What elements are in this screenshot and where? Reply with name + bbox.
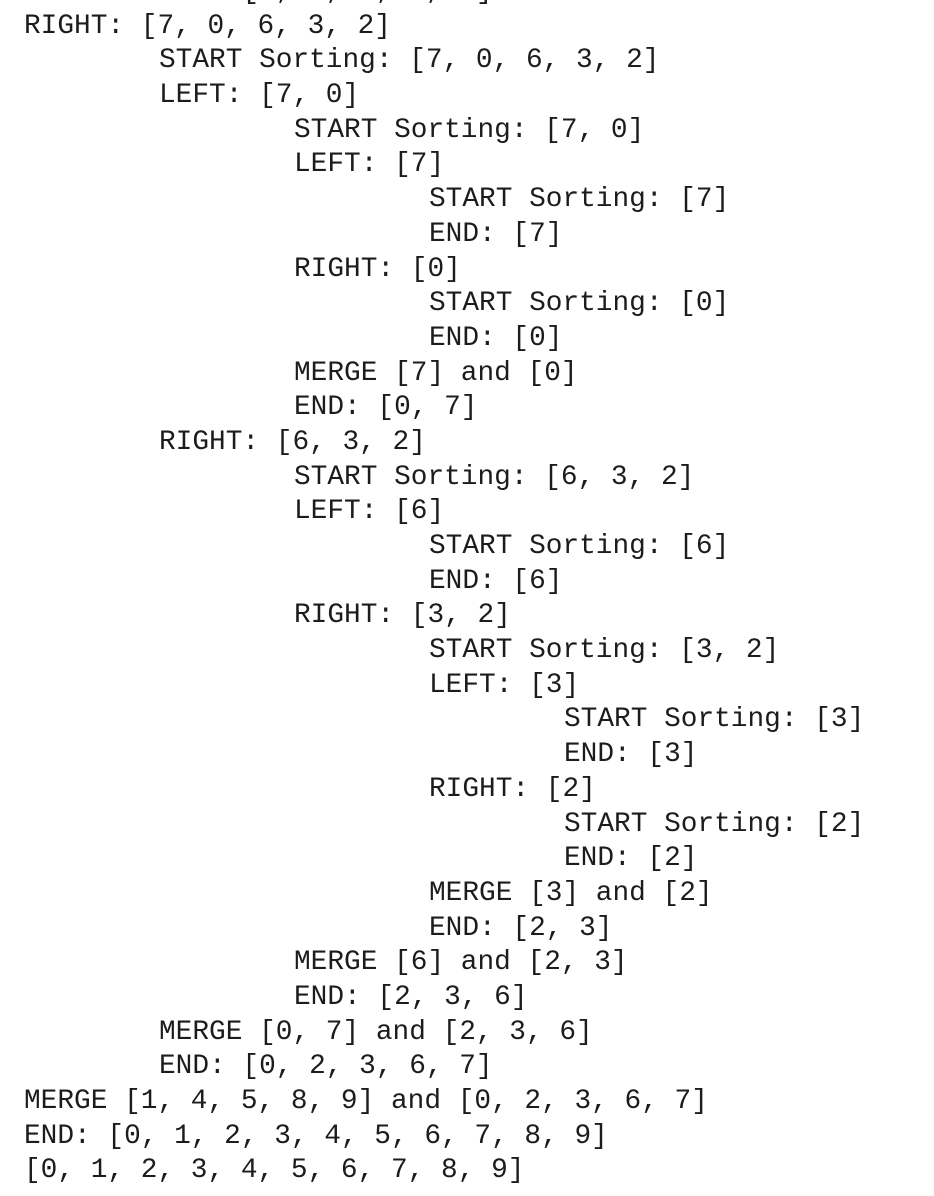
console-output: END: [1, 4, 5, 8, 9]RIGHT: [7, 0, 6, 3, … <box>24 0 864 1189</box>
output-line: RIGHT: [6, 3, 2] <box>159 426 426 458</box>
output-line: LEFT: [3] <box>429 669 580 701</box>
output-line: RIGHT: [7, 0, 6, 3, 2] <box>24 10 391 42</box>
output-line: START Sorting: [0] <box>429 288 730 320</box>
output-line: START Sorting: [6, 3, 2] <box>294 461 695 493</box>
output-line: END: [0, 7] <box>294 392 478 424</box>
output-line: LEFT: [7, 0] <box>159 80 360 112</box>
output-line: START Sorting: [2] <box>564 808 865 840</box>
output-line: END: [6] <box>429 565 563 597</box>
output-line: RIGHT: [2] <box>429 773 596 805</box>
output-line: END: [0] <box>429 322 563 354</box>
output-line: END: [2, 3, 6] <box>294 981 528 1013</box>
output-line: MERGE [0, 7] and [2, 3, 6] <box>159 1016 593 1048</box>
output-line: RIGHT: [3, 2] <box>294 600 511 632</box>
output-line: START Sorting: [7] <box>429 184 730 216</box>
output-line: END: [0, 2, 3, 6, 7] <box>159 1051 493 1083</box>
output-line: START Sorting: [7, 0] <box>294 114 645 146</box>
output-line: LEFT: [6] <box>294 496 445 528</box>
output-line: LEFT: [7] <box>294 149 445 181</box>
output-line: END: [1, 4, 5, 8, 9] <box>24 0 864 10</box>
output-line: MERGE [6] and [2, 3] <box>294 947 628 979</box>
output-line: START Sorting: [7, 0, 6, 3, 2] <box>159 45 660 77</box>
output-line: END: [2, 3] <box>429 912 613 944</box>
output-line: START Sorting: [3] <box>564 704 865 736</box>
output-line: END: [3] <box>564 739 698 771</box>
output-line: [0, 1, 2, 3, 4, 5, 6, 7, 8, 9] <box>24 1155 525 1187</box>
output-line: START Sorting: [6] <box>429 531 730 562</box>
output-line: MERGE [3] and [2] <box>429 877 713 909</box>
output-line: END: [7] <box>429 218 563 250</box>
output-line: RIGHT: [0] <box>294 253 461 285</box>
output-line: MERGE [1, 4, 5, 8, 9] and [0, 2, 3, 6, 7… <box>24 1086 708 1117</box>
output-line: MERGE [7] and [0] <box>294 357 578 389</box>
output-line: END: [2] <box>564 843 698 875</box>
output-line: END: [0, 1, 2, 3, 4, 5, 6, 7, 8, 9] <box>24 1120 608 1152</box>
output-line: START Sorting: [3, 2] <box>429 635 780 667</box>
